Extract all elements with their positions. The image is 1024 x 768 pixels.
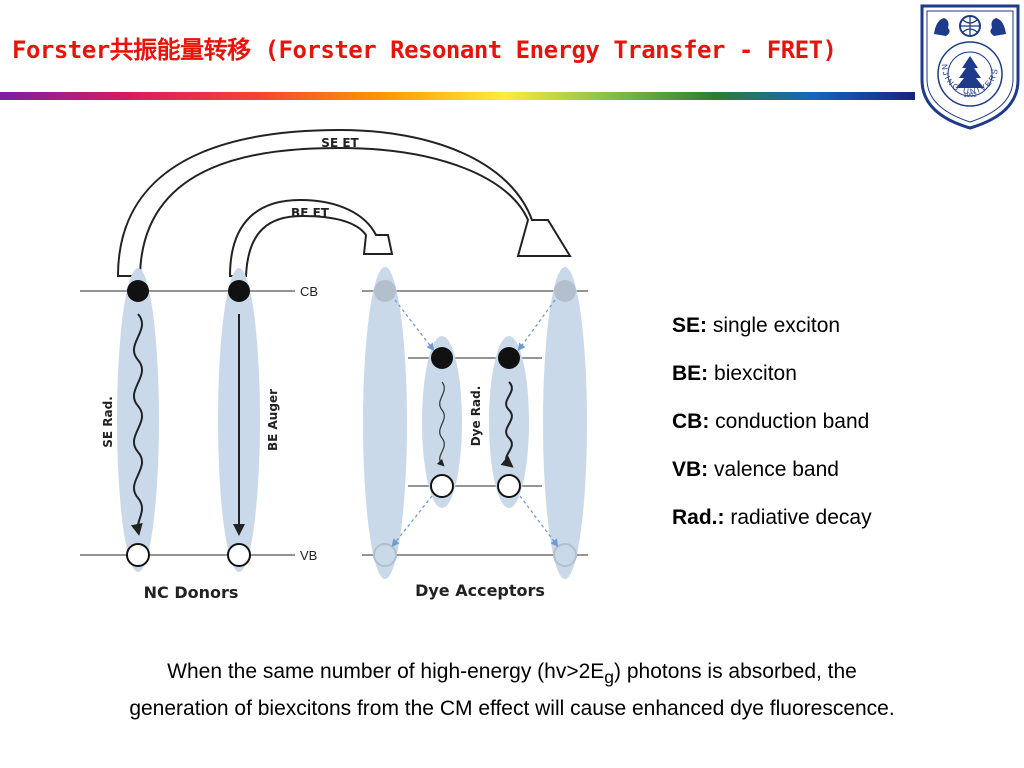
caption: When the same number of high-energy (hv>… <box>30 656 994 724</box>
cb-label: CB <box>300 284 318 299</box>
caption-line-1: When the same number of high-energy (hv>… <box>167 660 857 688</box>
dye-left-electron <box>431 347 453 369</box>
donor-se-hole <box>126 543 150 567</box>
dye-rad-label: Dye Rad. <box>469 386 483 447</box>
acceptor-right-hole <box>553 543 577 567</box>
dye-acceptors-label: Dye Acceptors <box>415 581 545 600</box>
dye-rad-wave-right <box>500 381 514 468</box>
dye-right-electron <box>498 347 520 369</box>
acceptor-left-hole <box>373 543 397 567</box>
fret-diagram: SE ET BE ET CB VB SE Rad. BE Auger Dye R… <box>80 128 588 602</box>
acceptor-ellipse-right <box>543 267 587 579</box>
legend-item-cb: CB: conduction band <box>672 410 870 433</box>
se-rad-label: SE Rad. <box>101 396 115 448</box>
be-et-arrow <box>228 198 394 277</box>
legend-item-be: BE: biexciton <box>672 362 797 385</box>
acceptor-left-electron <box>374 280 396 302</box>
se-et-arrow <box>116 128 572 277</box>
nc-donors-label: NC Donors <box>144 583 239 602</box>
se-rad-wave <box>130 313 144 536</box>
vb-label: VB <box>300 548 317 563</box>
donor-se-electron <box>127 280 149 302</box>
logo-year: 1902 <box>963 93 977 99</box>
donor-ellipse-se <box>117 268 159 572</box>
acceptor-ellipse-left <box>363 267 407 579</box>
dye-ellipse-left <box>422 336 462 508</box>
rainbow-divider <box>0 92 915 100</box>
page-title: Forster共振能量转移 (Forster Resonant Energy T… <box>12 36 837 64</box>
dye-rad-wave-left <box>436 381 445 467</box>
nanjing-university-logo: 1902 NANJING UNIVERSITY <box>918 2 1020 130</box>
se-et-label: SE ET <box>321 136 359 150</box>
legend-item-vb: VB: valence band <box>672 458 839 481</box>
legend: SE: single exciton BE: biexciton CB: con… <box>672 312 872 552</box>
dye-right-hole <box>497 474 521 498</box>
be-et-label: BE ET <box>291 206 330 220</box>
be-auger-label: BE Auger <box>266 389 280 451</box>
donor-be-hole <box>227 543 251 567</box>
caption-line-2: generation of biexcitons from the CM eff… <box>129 697 895 721</box>
donor-be-electron <box>228 280 250 302</box>
legend-item-rad: Rad.: radiative decay <box>672 506 872 529</box>
dye-left-hole <box>430 474 454 498</box>
acceptor-right-electron <box>554 280 576 302</box>
legend-item-se: SE: single exciton <box>672 314 841 337</box>
